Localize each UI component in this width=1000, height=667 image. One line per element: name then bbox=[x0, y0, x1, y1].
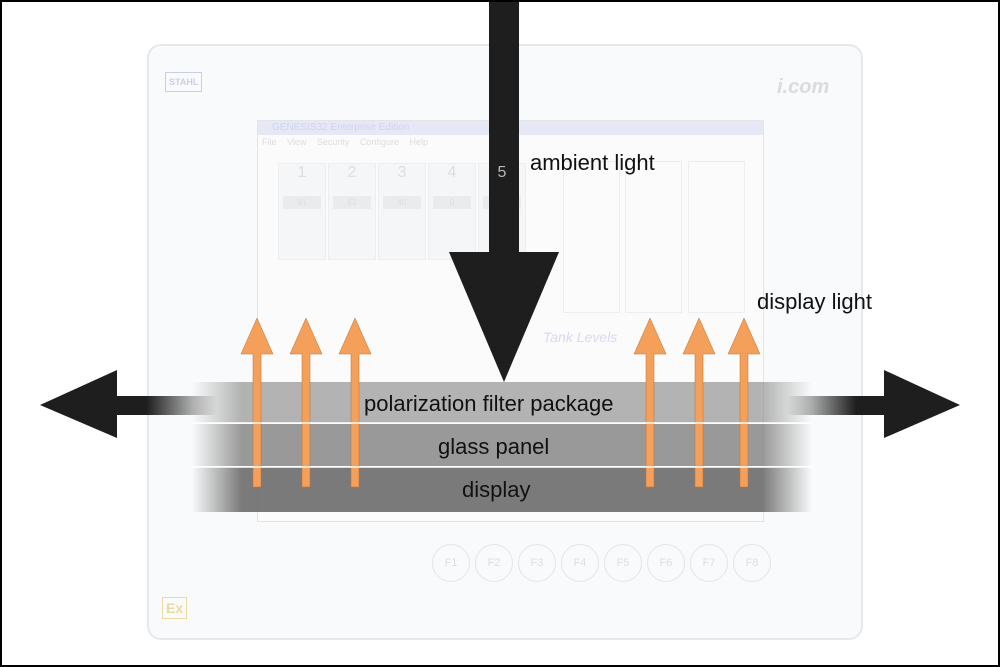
silo-value: 91 bbox=[283, 196, 321, 209]
display-light-arrow bbox=[240, 317, 274, 488]
display-light-arrow bbox=[289, 317, 323, 488]
display-light-label: display light bbox=[757, 289, 872, 314]
level-gauge bbox=[625, 161, 682, 313]
menu-configure[interactable]: Configure bbox=[359, 137, 399, 147]
ambient-light-label: ambient light bbox=[530, 150, 655, 175]
display-label: display bbox=[462, 477, 531, 502]
silo: 1 91 bbox=[278, 163, 326, 260]
f6-key[interactable]: F6 bbox=[647, 544, 685, 582]
tank-levels-title: Tank Levels bbox=[543, 329, 618, 345]
stahl-logo: STAHL bbox=[165, 72, 203, 92]
ex-mark: Ex bbox=[162, 597, 188, 619]
silo-number: 3 bbox=[397, 164, 407, 181]
menu-help[interactable]: Help bbox=[409, 137, 428, 147]
silo-value: 0 bbox=[433, 196, 471, 209]
silo: 2 62 bbox=[328, 163, 376, 260]
reflection-left-arrow bbox=[40, 370, 217, 438]
f5-key[interactable]: F5 bbox=[604, 544, 642, 582]
menu-view[interactable]: View bbox=[287, 137, 307, 147]
display-light-arrow bbox=[682, 317, 716, 488]
f7-key[interactable]: F7 bbox=[690, 544, 728, 582]
reflection-right-arrow bbox=[787, 370, 960, 438]
silo-number: 2 bbox=[347, 164, 357, 181]
menu-security[interactable]: Security bbox=[316, 137, 350, 147]
silo-value: 40 bbox=[383, 196, 421, 209]
display-light-arrow bbox=[633, 317, 667, 488]
icom-logo: i.com bbox=[777, 76, 830, 98]
glass-panel-layer bbox=[192, 424, 812, 466]
menu-bar: File View Security Configure Help bbox=[258, 135, 763, 149]
display-light-arrow bbox=[338, 317, 372, 488]
menu-file[interactable]: File bbox=[262, 137, 277, 147]
f8-key[interactable]: F8 bbox=[733, 544, 771, 582]
polarization-filter-label: polarization filter package bbox=[364, 391, 614, 416]
glass-panel-label: glass panel bbox=[438, 434, 550, 459]
level-gauge bbox=[563, 161, 620, 313]
silo-value: 62 bbox=[333, 196, 371, 209]
display-light-arrow bbox=[727, 317, 761, 488]
level-gauge bbox=[688, 161, 745, 313]
f1-key[interactable]: F1 bbox=[432, 544, 470, 582]
f4-key[interactable]: F4 bbox=[561, 544, 599, 582]
polarization-filter-layer bbox=[192, 382, 812, 423]
silo-number: 4 bbox=[447, 164, 457, 181]
silo: 3 40 bbox=[378, 163, 426, 260]
silo-number: 1 bbox=[297, 164, 307, 181]
display-layer bbox=[192, 467, 812, 512]
ambient-light-arrow bbox=[449, 2, 559, 382]
f2-key[interactable]: F2 bbox=[475, 544, 513, 582]
f3-key[interactable]: F3 bbox=[518, 544, 556, 582]
silo-number: 5 bbox=[497, 164, 507, 181]
